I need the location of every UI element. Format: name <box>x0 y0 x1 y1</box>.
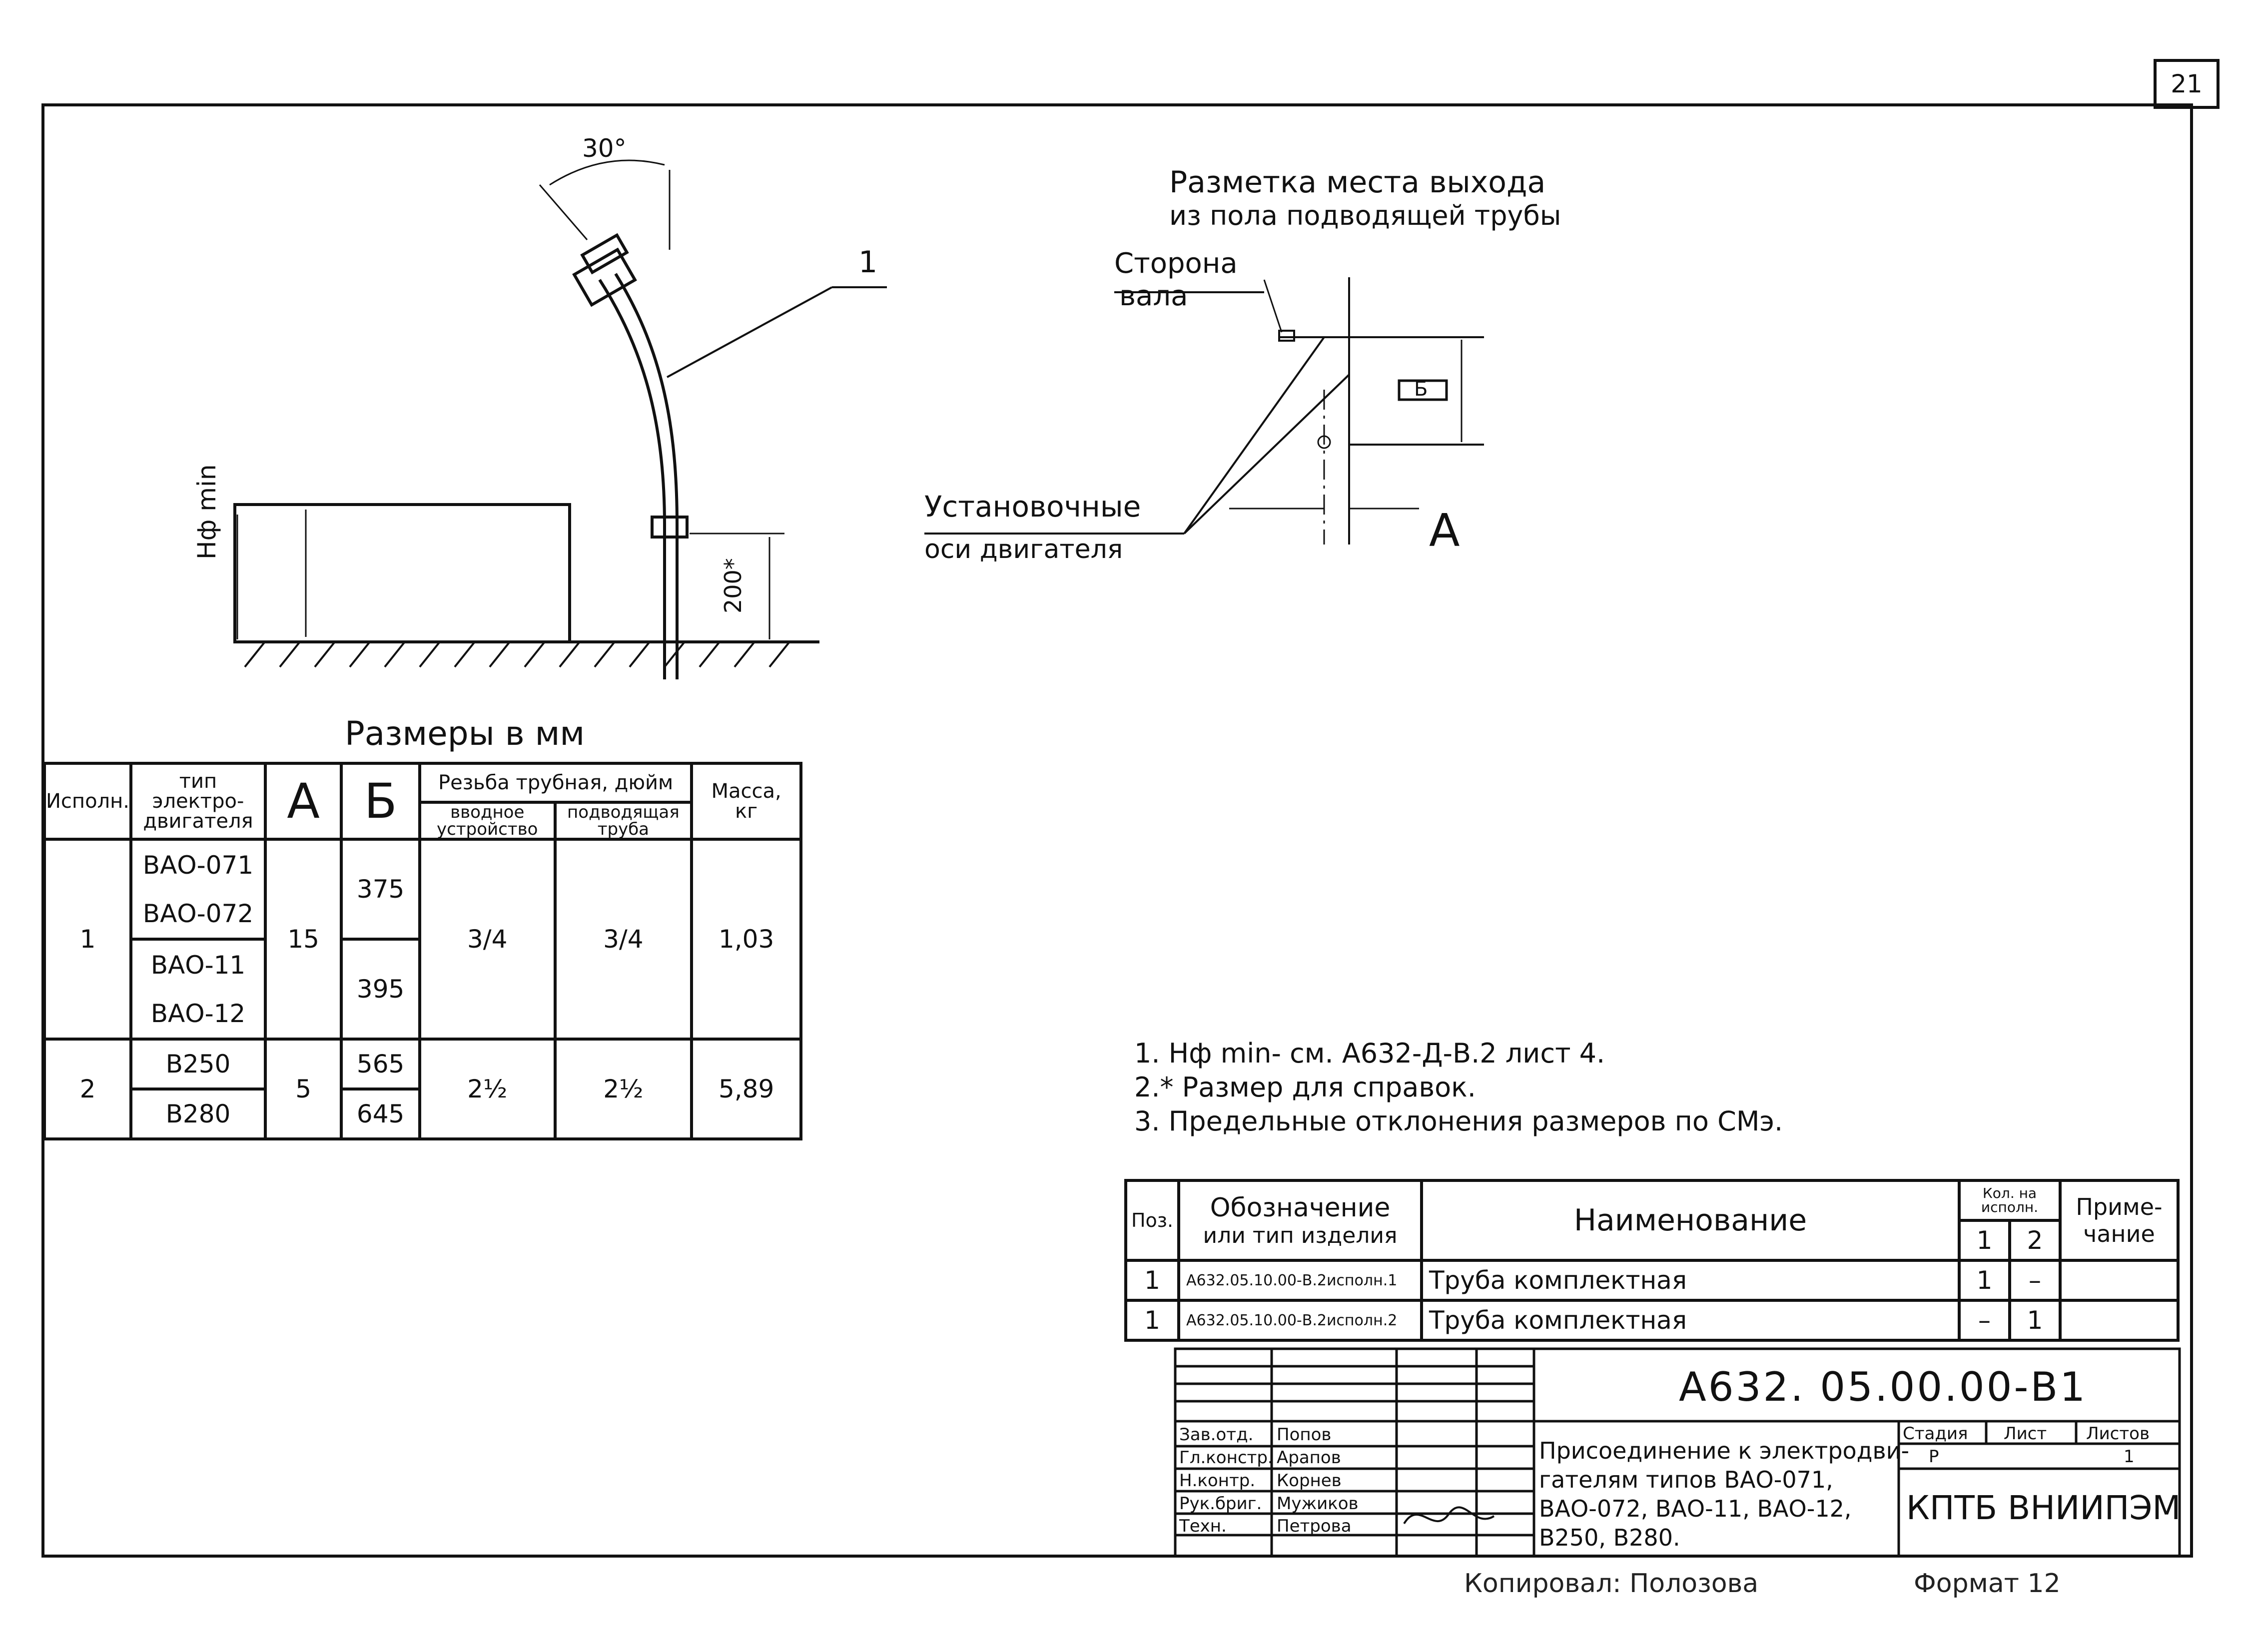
dim-200-label: 200* <box>720 558 747 613</box>
organization: КПТБ ВНИИПЭМ <box>1906 1489 2181 1527</box>
header-variant: Исполн. <box>43 762 132 841</box>
label-b: Б <box>1414 378 1428 401</box>
role-5: Техн. <box>1179 1516 1227 1536</box>
table-row: 1 ВАО-071 15 375 3/4 3/4 1,03 <box>43 838 802 1041</box>
header-thread-input: вводное устройство <box>418 801 557 841</box>
stage-value: Р <box>1929 1447 1939 1467</box>
table-row: 1 А632.05.10.00-В.2исполн.2 Труба компле… <box>1124 1299 2180 1342</box>
header-thread-supply: подводящая труба <box>553 801 694 841</box>
header-b: Б <box>340 762 421 841</box>
note-2: 2.* Размер для справок. <box>1134 1072 1476 1103</box>
header-mass: Масса, кг <box>690 762 802 841</box>
sheets-value: 1 <box>2124 1447 2135 1467</box>
input-device <box>572 247 637 307</box>
name-5: Петрова <box>1277 1516 1352 1536</box>
pipe-right-edge <box>614 273 679 679</box>
shaft-side-2: вала <box>1119 280 1188 312</box>
copied-by: Копировал: Полозова <box>1464 1569 1759 1599</box>
header-motor-type: тип электро- двигателя <box>129 762 267 841</box>
header-name: Наименование <box>1420 1179 1961 1262</box>
sheet-format: Формат 12 <box>1914 1569 2061 1599</box>
role-3: Н.контр. <box>1179 1471 1256 1491</box>
name-3: Корнев <box>1277 1471 1342 1491</box>
dim-b-box <box>1398 379 1448 401</box>
header-designation: Обозначение или тип изделия <box>1177 1179 1423 1262</box>
note-1: 1. Нф min- см. А632-Д-В.2 лист 4. <box>1134 1038 1605 1069</box>
marking-title-1: Разметка места выхода <box>1169 165 1546 200</box>
shaft-side-1: Сторона <box>1114 247 1238 280</box>
header-a: А <box>263 762 343 841</box>
sheet-number: 21 <box>2154 59 2220 109</box>
angle-label: 30° <box>582 134 627 163</box>
install-axes-2: оси двигателя <box>924 535 1123 564</box>
table-row: 2 В250 5 565 2½ 2½ 5,89 <box>43 1038 802 1140</box>
role-1: Зав.отд. <box>1179 1425 1254 1445</box>
document-title: Присоединение к электродви- гателям типо… <box>1539 1437 1910 1551</box>
specification-table: Поз. Обозначение или тип изделия Наимено… <box>1124 1179 2180 1342</box>
sheet-header: Лист <box>2004 1424 2047 1444</box>
pipe-coupling <box>651 516 689 539</box>
marking-title-2: из пола подводящей трубы <box>1169 200 1561 231</box>
signature <box>1403 1506 1495 1525</box>
label-a: А <box>1429 505 1460 557</box>
sheet-frame <box>41 103 2193 1558</box>
header-thread: Резьба трубная, дюйм <box>418 762 694 804</box>
h-min-label: Нф min <box>192 464 221 559</box>
header-qty: Кол. на исполн. <box>1958 1179 2062 1222</box>
install-axes-1: Установочные <box>924 490 1141 524</box>
dimensions-title: Размеры в мм <box>345 714 585 753</box>
name-1: Попов <box>1277 1425 1332 1445</box>
name-4: Мужиков <box>1277 1494 1359 1514</box>
name-2: Арапов <box>1277 1448 1341 1468</box>
floor-hatch <box>244 641 790 668</box>
note-3: 3. Предельные отклонения размеров по СМэ… <box>1134 1105 1783 1137</box>
foundation-block <box>233 503 571 643</box>
role-2: Гл.констр. <box>1179 1448 1273 1468</box>
notes: 1. Нф min- см. А632-Д-В.2 лист 4. 2.* Ра… <box>1134 1037 1783 1138</box>
pipe-left-edge <box>598 279 666 679</box>
sheets-header: Листов <box>2086 1424 2150 1444</box>
header-note: Приме- чание <box>2059 1179 2180 1262</box>
stage-header: Стадия <box>1903 1424 1968 1444</box>
document-code: А632. 05.00.00-В1 <box>1679 1364 2088 1410</box>
role-4: Рук.бриг. <box>1179 1494 1262 1514</box>
header-pos: Поз. <box>1124 1179 1180 1262</box>
callout-1: 1 <box>858 245 878 280</box>
dimensions-table: Исполн. тип электро- двигателя А Б Резьб… <box>43 762 802 1140</box>
table-row: 1 А632.05.10.00-В.2исполн.1 Труба компле… <box>1124 1259 2180 1302</box>
title-block-grid <box>1174 1347 2181 1558</box>
